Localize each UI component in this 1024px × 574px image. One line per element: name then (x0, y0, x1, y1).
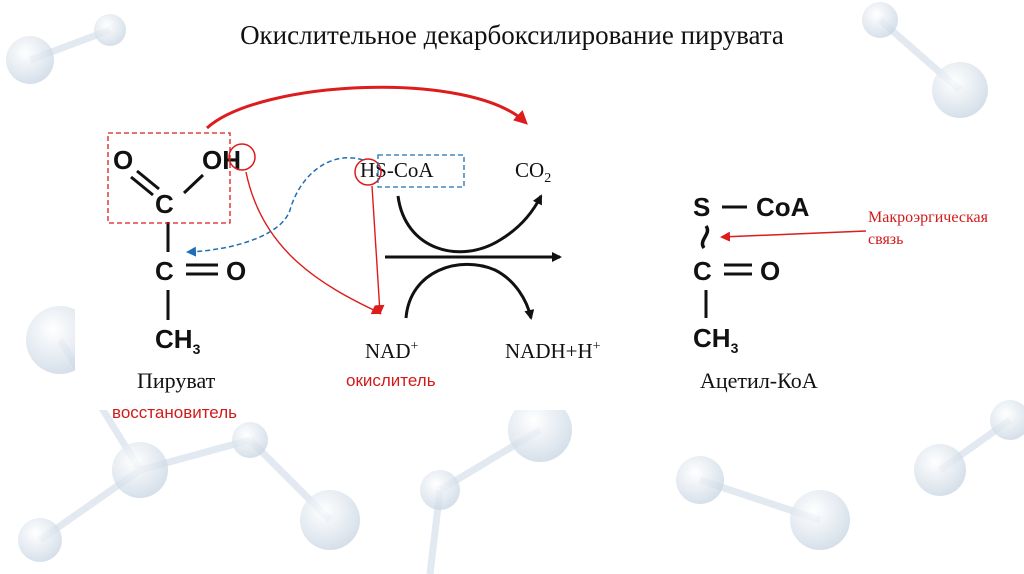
nadh-label: NADH+H+ (505, 339, 601, 363)
pyruvate-atom-oh: OH (202, 145, 241, 175)
co2-label: CO2 (515, 158, 552, 187)
diagram-panel (75, 92, 865, 410)
macroergic-label-line1: Макроэргическая (868, 209, 988, 226)
macroergic-label-line2: связь (868, 231, 904, 248)
acetyl-coa-group: CoA (756, 192, 810, 222)
hscoa-label: HS-CoA (360, 158, 434, 182)
pyruvate-atom-c1: C (155, 189, 174, 219)
slide-title: Окислительное декарбоксилирование пирува… (240, 20, 784, 50)
pyruvate-name: Пируват (137, 368, 216, 393)
acetyl-coa-name: Ацетил-КоА (700, 368, 818, 393)
acetyl-atom-o: O (760, 256, 781, 286)
pyruvate-atom-o2: O (226, 256, 247, 286)
nad-label: NAD+ (365, 339, 419, 363)
acetyl-atom-s: S (693, 192, 711, 222)
pyruvate-atom-c2: C (155, 256, 174, 286)
acetyl-atom-c: C (693, 256, 712, 286)
nad-role: окислитель (346, 371, 436, 390)
acetyl-atom-ch3: CH3 (693, 323, 739, 357)
pyruvate-atom-ch3: CH3 (155, 324, 201, 358)
pyruvate-role: восстановитель (112, 403, 237, 422)
pyruvate-atom-o: O (113, 145, 134, 175)
